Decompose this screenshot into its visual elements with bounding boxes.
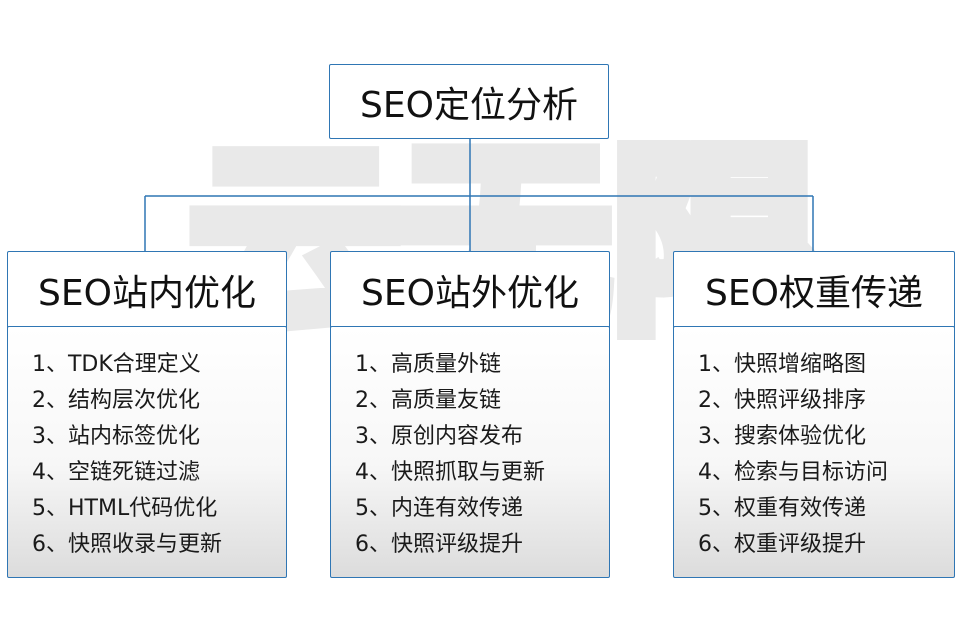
list-item: 2、快照评级排序 [698, 388, 866, 413]
root-node: SEO定位分析 [329, 64, 609, 139]
list-item: 1、高质量外链 [355, 352, 501, 377]
column-list-onsite: 1、TDK合理定义 2、结构层次优化 3、站内标签优化 4、空链死链过滤 5、H… [7, 326, 287, 578]
column-title: SEO站外优化 [361, 273, 579, 314]
list-item: 6、权重评级提升 [698, 532, 866, 557]
list-item: 5、权重有效传递 [698, 496, 866, 521]
list-item: 2、结构层次优化 [32, 388, 200, 413]
column-header-weight: SEO权重传递 [673, 251, 955, 329]
list-item: 5、HTML代码优化 [32, 496, 218, 521]
column-list-weight: 1、快照增缩略图 2、快照评级排序 3、搜索体验优化 4、检索与目标访问 5、权… [673, 326, 955, 578]
list-item: 4、空链死链过滤 [32, 460, 200, 485]
column-header-onsite: SEO站内优化 [7, 251, 287, 329]
column-list-offsite: 1、高质量外链 2、高质量友链 3、原创内容发布 4、快照抓取与更新 5、内连有… [330, 326, 610, 578]
column-header-offsite: SEO站外优化 [330, 251, 610, 329]
column-title: SEO站内优化 [38, 273, 256, 314]
list-item: 4、检索与目标访问 [698, 460, 888, 485]
column-title: SEO权重传递 [705, 273, 923, 314]
list-item: 4、快照抓取与更新 [355, 460, 545, 485]
list-item: 2、高质量友链 [355, 388, 501, 413]
list-item: 3、原创内容发布 [355, 424, 523, 449]
list-item: 5、内连有效传递 [355, 496, 523, 521]
root-title: SEO定位分析 [360, 84, 578, 126]
list-item: 6、快照评级提升 [355, 532, 523, 557]
list-item: 3、搜索体验优化 [698, 424, 866, 449]
list-item: 1、快照增缩略图 [698, 352, 866, 377]
list-item: 1、TDK合理定义 [32, 352, 201, 377]
list-item: 6、快照收录与更新 [32, 532, 222, 557]
list-item: 3、站内标签优化 [32, 424, 200, 449]
